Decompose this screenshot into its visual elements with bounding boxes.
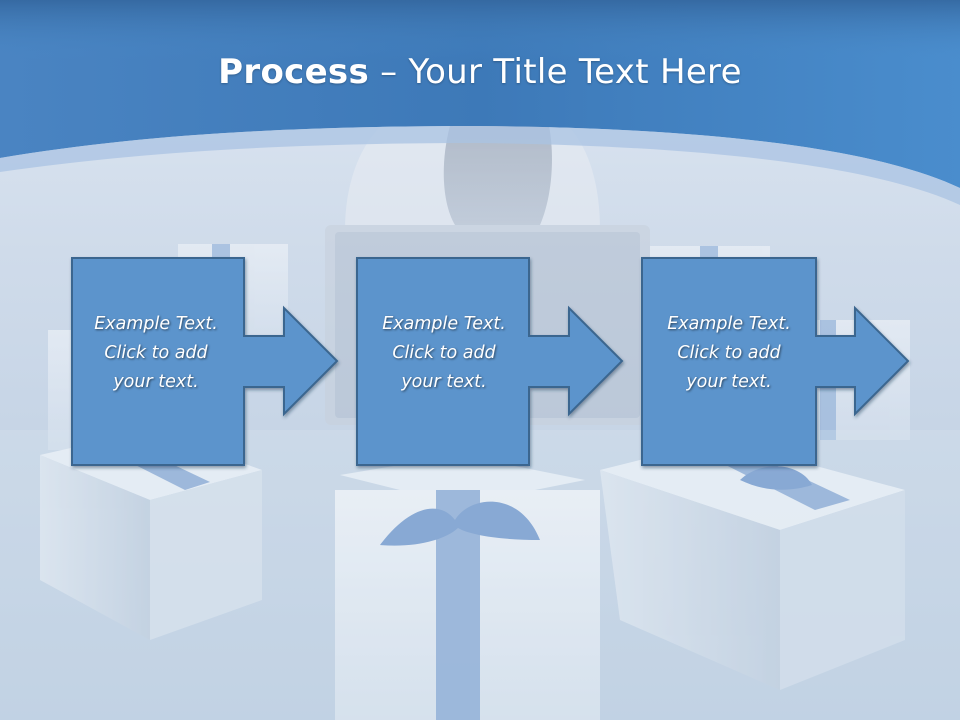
step-3-line-1: Example Text. xyxy=(667,314,791,334)
process-step-3-text[interactable]: Example Text. Click to add your text. xyxy=(643,310,815,397)
process-step-2-text[interactable]: Example Text. Click to add your text. xyxy=(358,310,530,397)
process-step-1-text[interactable]: Example Text. Click to add your text. xyxy=(70,310,242,397)
process-step-3-shape[interactable] xyxy=(641,257,910,466)
step-1-line-3: your text. xyxy=(113,372,199,392)
title-rest: – Your Title Text Here xyxy=(369,52,742,92)
step-1-line-1: Example Text. xyxy=(94,314,218,334)
step-3-line-3: your text. xyxy=(686,372,772,392)
step-3-line-2: Click to add xyxy=(677,343,781,363)
step-2-line-1: Example Text. xyxy=(382,314,506,334)
process-step-2-shape[interactable] xyxy=(356,257,624,466)
step-1-line-2: Click to add xyxy=(104,343,208,363)
process-step-1-shape[interactable] xyxy=(71,257,339,466)
slide-title[interactable]: Process – Your Title Text Here xyxy=(0,52,960,92)
title-bold: Process xyxy=(218,52,370,92)
step-2-line-2: Click to add xyxy=(392,343,496,363)
step-2-line-3: your text. xyxy=(401,372,487,392)
